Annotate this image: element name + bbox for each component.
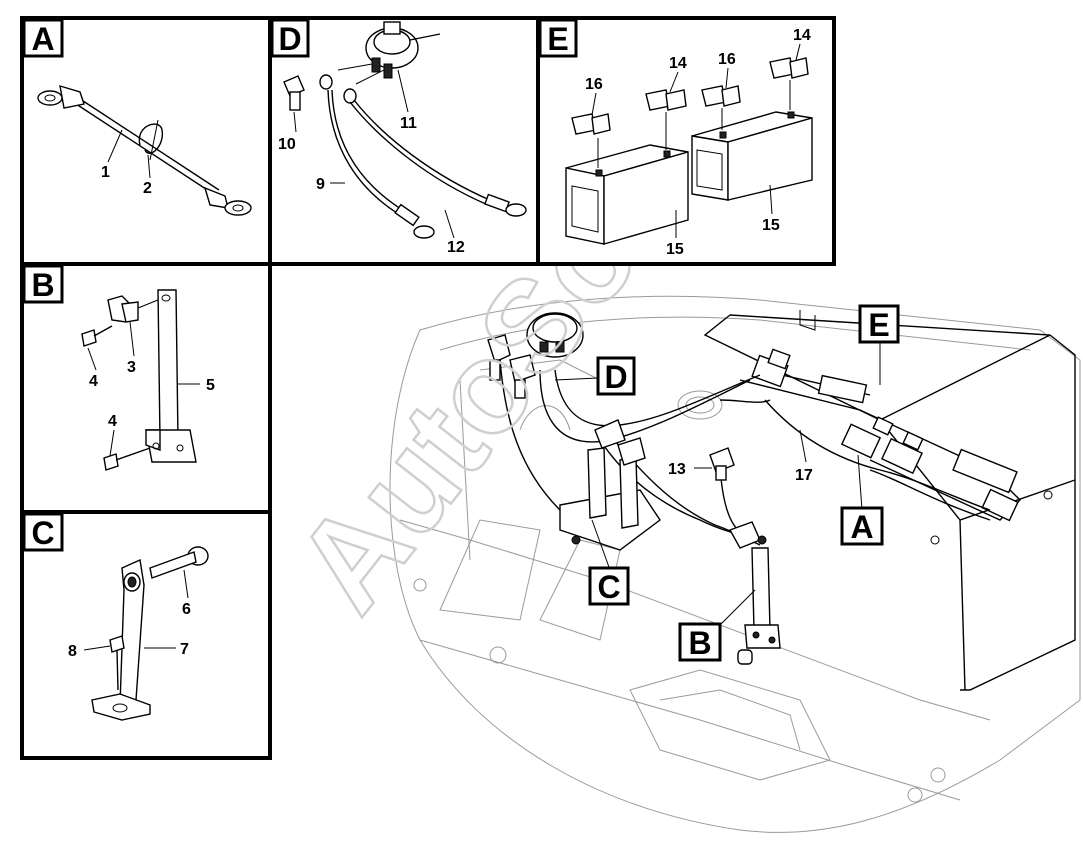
callout-7: 7 <box>180 641 189 658</box>
callout-12: 12 <box>447 239 465 256</box>
callout-5: 5 <box>206 377 215 394</box>
callout-4-b: 4 <box>108 413 117 430</box>
main-tag-b: B <box>678 622 722 662</box>
callout-4-a: 4 <box>89 373 98 390</box>
panel-a-letter: A <box>31 21 54 57</box>
panel-c: C 6 8 7 <box>20 510 272 760</box>
callout-11: 11 <box>400 115 417 132</box>
callout-16-b: 16 <box>718 51 736 68</box>
battery-1 <box>565 144 689 245</box>
callout-16-a: 16 <box>585 76 603 93</box>
bracket-c-main <box>559 419 661 551</box>
terminal-clamp <box>751 348 1019 522</box>
panel-b: B 4 3 5 4 <box>20 262 272 514</box>
main-tag-a-letter: A <box>850 509 873 545</box>
panel-a: A 1 2 <box>20 16 272 266</box>
callout-10: 10 <box>278 136 296 153</box>
main-tag-e-letter: E <box>868 307 889 343</box>
callout-9: 9 <box>316 176 325 193</box>
callout-14-a: 14 <box>669 55 687 72</box>
terminal-covers <box>571 57 809 168</box>
main-assembly-view <box>389 295 1081 833</box>
callout-15-b: 15 <box>762 217 780 234</box>
callout-14-b: 14 <box>793 27 811 44</box>
disconnect-switch <box>487 312 584 399</box>
callout-13: 13 <box>668 461 686 478</box>
callout-17: 17 <box>795 467 813 484</box>
callout-1: 1 <box>101 164 110 181</box>
main-tag-c-letter: C <box>597 569 620 605</box>
main-tag-d: D <box>596 356 636 396</box>
panel-d: D 10 11 9 12 <box>268 16 540 266</box>
callout-15-a: 15 <box>666 241 684 258</box>
battery-2 <box>691 111 813 201</box>
main-tag-d-letter: D <box>604 359 627 395</box>
panel-b-letter: B <box>31 267 54 303</box>
main-leaders <box>554 340 881 626</box>
callout-6: 6 <box>182 601 191 618</box>
main-tag-c: C <box>588 566 630 606</box>
main-tag-e: E <box>858 304 900 344</box>
callout-3: 3 <box>127 359 136 376</box>
panel-e-letter: E <box>547 21 568 57</box>
panel-d-letter: D <box>278 21 301 57</box>
bracket-b-main <box>728 521 781 665</box>
main-tag-a: A <box>840 506 884 546</box>
callout-8: 8 <box>68 643 77 660</box>
callout-2: 2 <box>143 180 152 197</box>
panel-c-letter: C <box>31 515 54 551</box>
panel-e: E <box>536 16 836 266</box>
main-tag-b-letter: B <box>688 625 711 661</box>
